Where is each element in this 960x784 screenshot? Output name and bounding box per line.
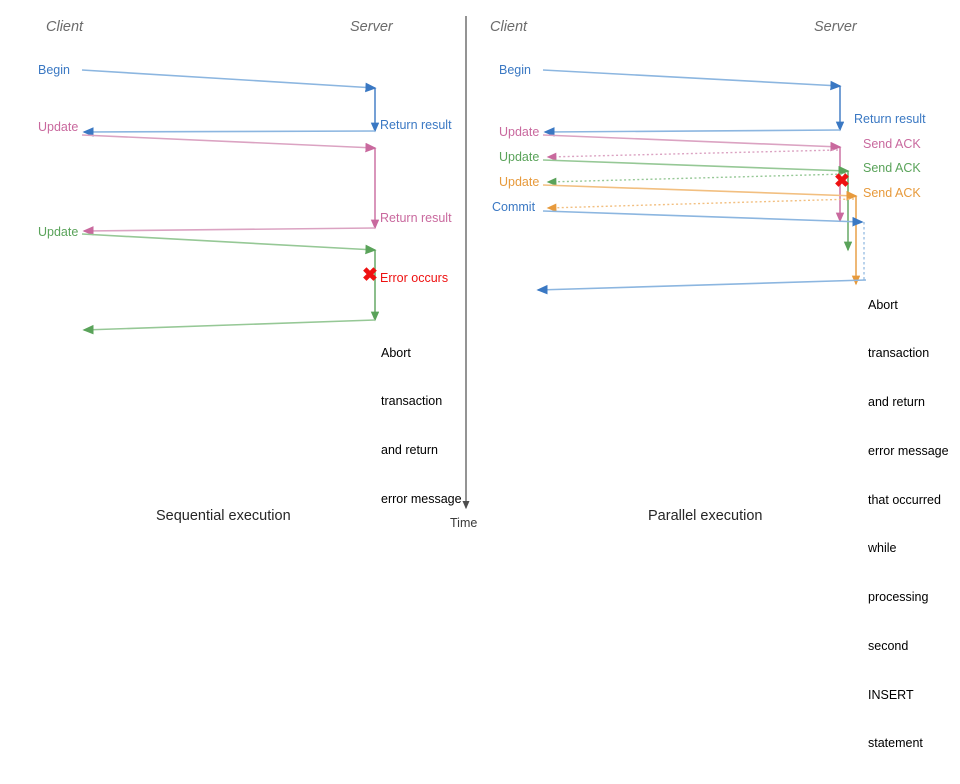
arrow-return-result-2 xyxy=(82,226,376,236)
arrow-update-3-par xyxy=(542,184,858,201)
arrow-return-result-1 xyxy=(82,127,376,137)
server-label-parallel: Server xyxy=(814,19,857,35)
arrow-update-2-par xyxy=(542,159,850,176)
arrows-layer xyxy=(81,16,867,510)
arrow-return-result-par xyxy=(543,127,841,137)
arrow-begin-par xyxy=(542,69,842,91)
note-line: that occurred xyxy=(868,492,941,507)
caption-parallel: Parallel execution xyxy=(648,508,763,524)
error-label-sequential: Error occurs xyxy=(380,271,449,285)
note-line: INSERT xyxy=(868,687,914,702)
message-label-return-result-1: Return result xyxy=(380,118,452,132)
panel-sequential-arrows xyxy=(81,69,380,335)
note-line: and return xyxy=(868,395,925,409)
message-label-update-3-parallel: Update xyxy=(499,175,540,189)
error-x-icon-sequential: ✖ xyxy=(362,265,378,286)
error-x-icon-parallel: ✖ xyxy=(834,171,850,192)
arrow-send-ack-1 xyxy=(546,149,839,161)
arrow-update-2 xyxy=(81,233,377,255)
arrow-commit xyxy=(542,210,864,227)
note-line: error message xyxy=(868,443,949,458)
message-label-return-result-parallel: Return result xyxy=(854,112,926,126)
note-line: transaction xyxy=(381,394,443,409)
note-line: while xyxy=(868,541,897,556)
message-label-begin-parallel: Begin xyxy=(499,63,531,77)
panel-parallel-arrows xyxy=(536,69,867,295)
note-line: transaction xyxy=(868,346,930,361)
arrow-update-1 xyxy=(81,134,377,153)
arrow-update-1-par xyxy=(542,134,842,152)
client-label-parallel: Client xyxy=(490,19,528,35)
message-label-update-2-sequential: Update xyxy=(38,225,79,239)
message-label-commit: Commit xyxy=(492,200,536,214)
time-axis-label: Time xyxy=(450,516,478,530)
sequence-diagram-canvas: Client Server Begin Return result Update… xyxy=(38,16,949,750)
message-label-send-ack-1: Send ACK xyxy=(863,137,921,151)
note-line: second xyxy=(868,638,909,653)
caption-sequential: Sequential execution xyxy=(156,508,291,524)
message-label-send-ack-3: Send ACK xyxy=(863,186,921,200)
note-abort-sequential: Abort transaction and return error messa… xyxy=(381,312,462,540)
server-label-sequential: Server xyxy=(350,19,393,35)
note-abort-parallel: Abort transaction and return error messa… xyxy=(868,264,949,784)
message-label-send-ack-2: Send ACK xyxy=(863,161,921,175)
arrow-begin xyxy=(81,69,377,93)
message-label-begin-sequential: Begin xyxy=(38,63,70,77)
note-line: Abort xyxy=(381,345,411,360)
note-line: and return xyxy=(381,443,438,457)
message-label-update-1-sequential: Update xyxy=(38,120,79,134)
note-line: processing xyxy=(868,590,929,604)
message-label-return-result-2: Return result xyxy=(380,211,452,225)
arrow-send-ack-3 xyxy=(546,198,855,212)
arrow-send-ack-2 xyxy=(546,173,847,186)
note-line: Abort xyxy=(868,297,898,312)
arrow-abort-return-seq xyxy=(82,319,376,335)
note-line: statement xyxy=(868,736,923,751)
client-label-sequential: Client xyxy=(46,19,84,35)
note-line: error message xyxy=(381,491,462,506)
arrow-abort-return-par xyxy=(536,279,867,295)
message-label-update-2-parallel: Update xyxy=(499,150,540,164)
message-label-update-1-parallel: Update xyxy=(499,125,540,139)
